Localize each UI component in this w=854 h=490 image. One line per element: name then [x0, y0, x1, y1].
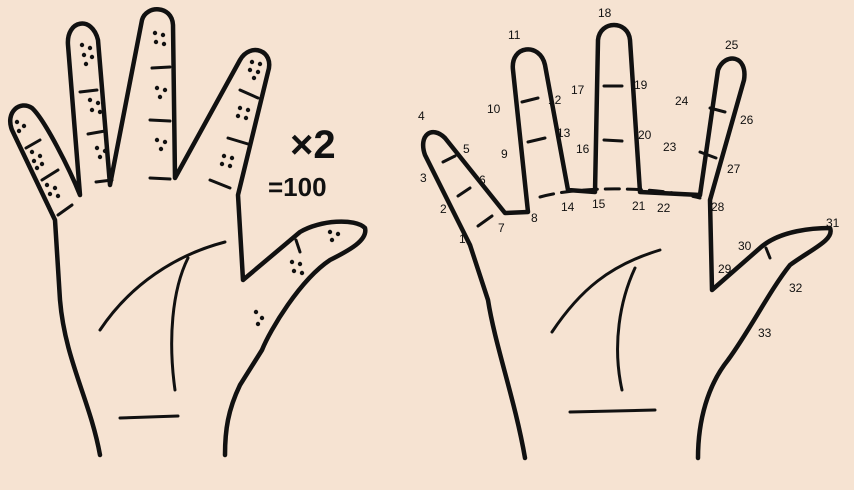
segment-number-7: 7 [498, 221, 505, 235]
segment-number-32: 32 [789, 281, 803, 295]
segment-number-9: 9 [501, 147, 508, 161]
segment-number-31: 31 [826, 216, 840, 230]
right-ring-joint-1 [520, 96, 540, 104]
left-heart-line [98, 240, 227, 332]
segment-number-17: 17 [571, 83, 585, 97]
segment-number-26: 26 [740, 113, 754, 127]
left-index-base [208, 178, 232, 190]
segment-number-29: 29 [718, 262, 732, 276]
segment-number-10: 10 [487, 102, 501, 116]
left-middle-joint-2 [148, 118, 172, 123]
segment-number-24: 24 [675, 94, 689, 108]
segment-number-15: 15 [592, 197, 606, 211]
segment-numbers: 1 2 3 4 5 6 7 8 9 10 11 12 13 14 15 16 1… [418, 6, 840, 340]
right-little-base [476, 214, 494, 228]
segment-number-11: 11 [508, 28, 521, 42]
left-index-joint-1 [238, 88, 260, 100]
segment-number-27: 27 [727, 162, 741, 176]
segment-number-4: 4 [418, 109, 425, 123]
left-wrist-line [118, 414, 180, 420]
left-little-joint-2 [40, 168, 60, 182]
segment-number-3: 3 [420, 171, 427, 185]
segment-number-30: 30 [738, 239, 752, 253]
segment-number-2: 2 [440, 202, 447, 216]
left-little-base [56, 203, 74, 217]
segment-number-6: 6 [479, 173, 486, 187]
right-life-line [616, 266, 637, 392]
segment-number-14: 14 [561, 200, 575, 214]
left-little-joint-1 [24, 138, 42, 150]
segment-number-16: 16 [576, 142, 590, 156]
left-index-joint-2 [226, 136, 250, 146]
segment-number-21: 21 [632, 199, 646, 213]
segment-number-18: 18 [598, 6, 612, 20]
segment-number-28: 28 [711, 200, 725, 214]
left-ring-base [94, 178, 114, 184]
left-life-line [170, 256, 190, 392]
left-middle-joint-1 [150, 65, 172, 70]
right-middle-joint-2 [602, 138, 624, 143]
left-hand: ×2 =100 [8, 7, 368, 458]
right-thumb-joint [764, 246, 772, 260]
right-ring-joint-2 [526, 136, 547, 144]
segment-number-20: 20 [638, 128, 652, 142]
right-little-joint-1 [441, 154, 457, 164]
segment-number-13: 13 [557, 126, 571, 140]
left-hand-outline [8, 7, 368, 458]
left-ring-joint-1 [78, 88, 99, 94]
right-wrist-line [568, 408, 657, 414]
right-hand: 1 2 3 4 5 6 7 8 9 10 11 12 13 14 15 16 1… [418, 6, 840, 461]
segment-number-19: 19 [634, 78, 648, 92]
left-middle-base [148, 176, 172, 181]
right-index-joint-2 [698, 150, 718, 160]
right-hand-outline [421, 22, 833, 461]
segment-number-12: 12 [548, 93, 562, 107]
segment-number-5: 5 [463, 142, 470, 156]
right-finger-base-line [538, 187, 702, 200]
segment-number-8: 8 [531, 211, 538, 225]
right-index-joint-1 [708, 106, 727, 114]
segment-number-1: 1 [459, 232, 466, 246]
left-hand-dots [14, 30, 341, 327]
segment-number-22: 22 [657, 201, 671, 215]
segment-number-33: 33 [758, 326, 772, 340]
result-label: =100 [268, 172, 327, 202]
right-little-joint-2 [456, 186, 472, 198]
segment-number-25: 25 [725, 38, 739, 52]
segment-number-23: 23 [663, 140, 677, 154]
multiplier-label: ×2 [290, 123, 336, 167]
left-ring-joint-2 [86, 129, 107, 136]
right-heart-line [550, 248, 662, 334]
left-thumb-joint [294, 238, 302, 254]
